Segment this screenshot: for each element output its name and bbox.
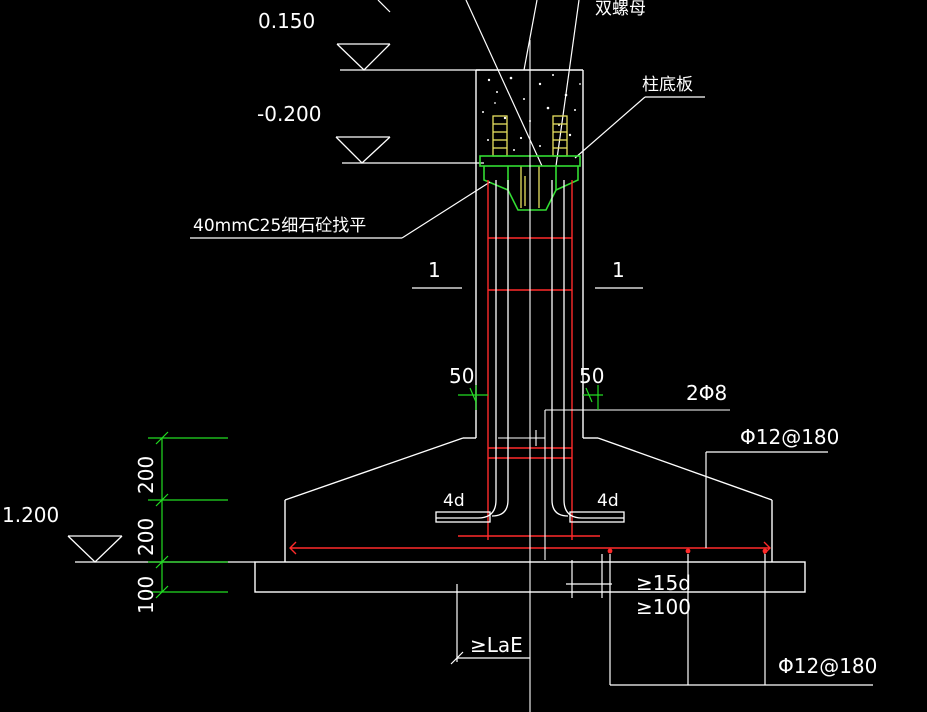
anchor-15d-label: ≥15d (636, 571, 691, 595)
elevation-mark-top (336, 43, 480, 71)
rebar-top-label: Φ12@180 (740, 425, 839, 449)
elevation-label-bottom: 1.200 (2, 503, 59, 527)
elevation-label-top: 0.150 (258, 9, 315, 33)
hook-left-label: 4d (443, 491, 465, 511)
anchorage-leaders (450, 554, 873, 686)
cover-left-label: 50 (449, 364, 474, 388)
lae-label: ≥LaE (470, 633, 523, 657)
dowel-bars (435, 180, 625, 523)
hook-right-label: 4d (597, 491, 619, 511)
dim-100-label: 100 (134, 576, 158, 614)
rebar-bottom-label: Φ12@180 (778, 654, 877, 678)
dim-200-top-label: 200 (134, 456, 158, 494)
center-lines (498, 40, 730, 712)
dim-200-mid-label: 200 (134, 518, 158, 556)
rebar-top-leader (705, 451, 828, 548)
cover-dimensions (458, 385, 603, 410)
anchor-100-label: ≥100 (636, 595, 691, 619)
base-plate-label: 柱底板 (642, 75, 693, 95)
section-mark-right: 1 (612, 258, 625, 282)
height-dimensions (148, 431, 228, 599)
stirrup-label: 2Φ8 (686, 381, 727, 405)
elevation-mark-mid (335, 136, 484, 164)
grout-label: 40mmC25细石砼找平 (193, 216, 366, 236)
elevation-label-mid: -0.200 (257, 102, 321, 126)
section-mark-left: 1 (428, 258, 441, 282)
cover-right-label: 50 (579, 364, 604, 388)
double-nut-label: 双螺母 (595, 0, 646, 19)
top-leaders (377, 0, 705, 167)
pedestal-outline (284, 69, 773, 562)
anchorage-ticks (607, 548, 768, 554)
grout-leader (190, 181, 491, 239)
footing-slab (254, 561, 806, 593)
